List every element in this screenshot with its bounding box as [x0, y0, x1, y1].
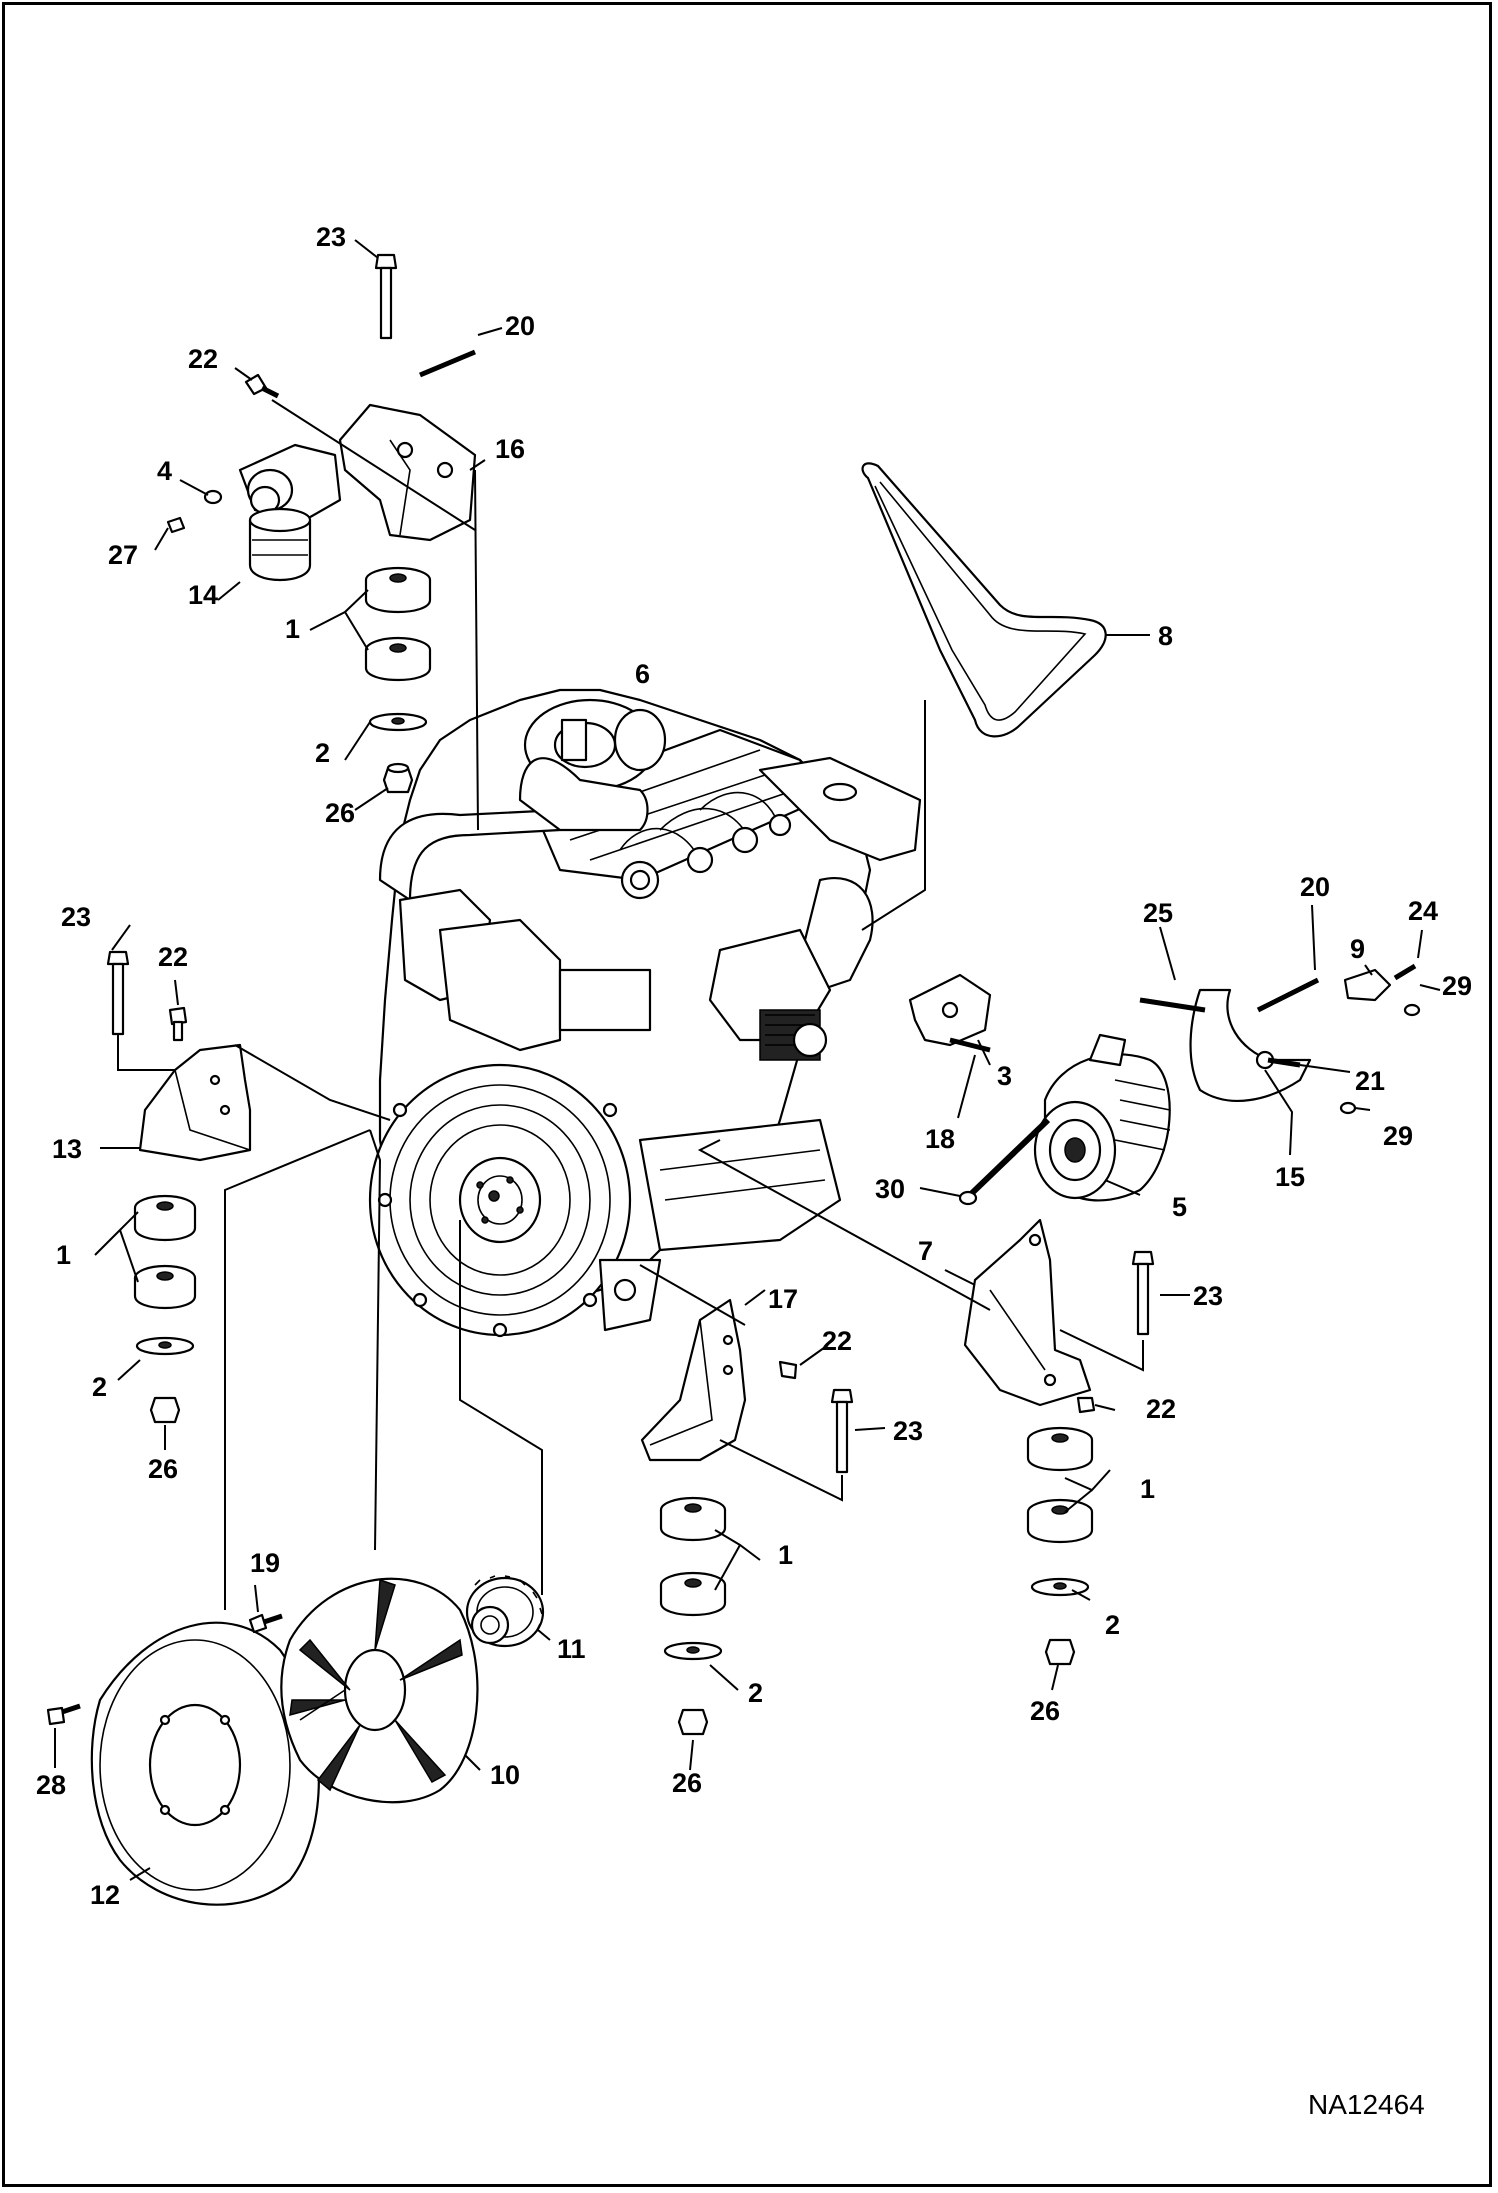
callout-14: 14 — [188, 580, 218, 610]
callout-10: 10 — [490, 1760, 520, 1790]
isolator-stack-right — [1026, 1426, 1094, 1666]
adjust-strap-3 — [908, 973, 992, 1047]
leader-lines — [54, 239, 1441, 1881]
callout-17: 17 — [768, 1284, 798, 1314]
engine-mount-bracket-16 — [338, 403, 477, 542]
callout-11: 11 — [557, 1634, 586, 1664]
callout-20: 20 — [1300, 872, 1330, 902]
callout-20: 20 — [505, 311, 535, 341]
callout-25: 25 — [1143, 898, 1173, 928]
engine-block — [368, 688, 922, 1338]
engine-mount-bracket-13 — [138, 1043, 252, 1162]
alternator-bracket-15 — [1189, 988, 1312, 1102]
callout-4: 4 — [157, 456, 172, 486]
callout-15: 15 — [1275, 1162, 1305, 1192]
callout-2: 2 — [1105, 1610, 1120, 1640]
callout-22: 22 — [1146, 1394, 1176, 1424]
callout-1: 1 — [285, 614, 300, 644]
callout-23: 23 — [1193, 1281, 1223, 1311]
drive-belt — [861, 462, 1107, 738]
callout-23: 23 — [893, 1416, 923, 1446]
callout-16: 16 — [495, 434, 525, 464]
callout-26: 26 — [148, 1454, 178, 1484]
callout-3: 3 — [997, 1061, 1012, 1091]
callout-22: 22 — [822, 1326, 852, 1356]
callout-23: 23 — [61, 902, 91, 932]
callout-19: 19 — [250, 1548, 280, 1578]
callout-30: 30 — [875, 1174, 905, 1204]
callout-8: 8 — [1158, 621, 1173, 651]
callout-22: 22 — [188, 344, 218, 374]
fasteners — [46, 253, 1421, 1726]
callout-28: 28 — [36, 1770, 66, 1800]
fuel-lines — [619, 791, 792, 900]
callout-6: 6 — [635, 659, 650, 689]
callout-1: 1 — [1140, 1474, 1155, 1504]
callout-21: 21 — [1355, 1066, 1385, 1096]
engine-mount-bracket-17 — [640, 1298, 747, 1462]
drive-gear-11 — [465, 1575, 545, 1648]
callout-27: 27 — [108, 540, 138, 570]
bracket-9 — [1343, 968, 1392, 1002]
callout-29: 29 — [1442, 971, 1472, 1001]
callout-24: 24 — [1408, 896, 1438, 926]
callout-2: 2 — [748, 1678, 763, 1708]
damper-plate-10 — [280, 1577, 479, 1804]
callout-2: 2 — [92, 1372, 107, 1402]
callout-26: 26 — [325, 798, 355, 828]
callout-26: 26 — [1030, 1696, 1060, 1726]
callout-18: 18 — [925, 1124, 955, 1154]
callout-2: 2 — [315, 738, 330, 768]
callout-labels: 23 20 22 16 4 27 14 1 2 26 6 8 25 20 24 … — [36, 222, 1472, 1910]
fuel-filter-assembly — [238, 443, 342, 582]
callout-1: 1 — [778, 1540, 793, 1570]
callout-29: 29 — [1383, 1121, 1413, 1151]
isolator-stack-left — [133, 1194, 197, 1424]
callout-5: 5 — [1172, 1192, 1187, 1222]
callout-12: 12 — [90, 1880, 120, 1910]
callout-9: 9 — [1350, 934, 1365, 964]
callout-23: 23 — [316, 222, 346, 252]
document-id: NA12464 — [1308, 2089, 1425, 2120]
isolator-stack-middle — [659, 1496, 727, 1736]
callout-7: 7 — [918, 1236, 933, 1266]
callout-22: 22 — [158, 942, 188, 972]
flywheel-12 — [90, 1621, 320, 1906]
isolator-stack-top — [364, 566, 432, 794]
alternator — [1033, 1033, 1171, 1202]
engine-mount-bracket-7 — [963, 1218, 1092, 1407]
callout-26: 26 — [672, 1768, 702, 1798]
callout-13: 13 — [52, 1134, 82, 1164]
callout-1: 1 — [56, 1240, 71, 1270]
